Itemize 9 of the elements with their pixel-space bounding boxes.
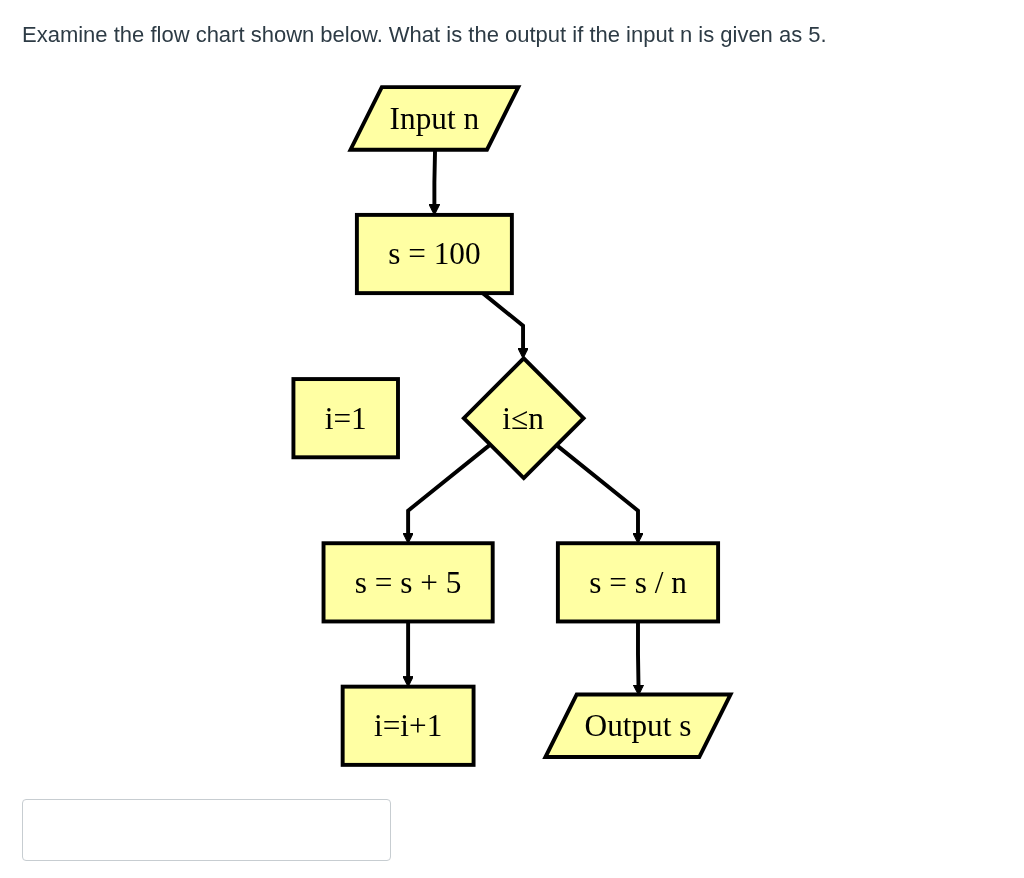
node-diamond: i≤n [461,355,587,481]
node-box: s = 100 [354,212,514,296]
node-box: s = s / n [555,541,721,624]
question-title: Examine the flow chart shown below. What is the output if the input n is given as 5. [22,21,827,49]
node-box: i=i+1 [340,684,476,767]
node-box: s = s + 5 [321,541,495,624]
node-box: i=1 [291,377,400,460]
arrow [555,443,644,544]
arrow [402,443,492,544]
